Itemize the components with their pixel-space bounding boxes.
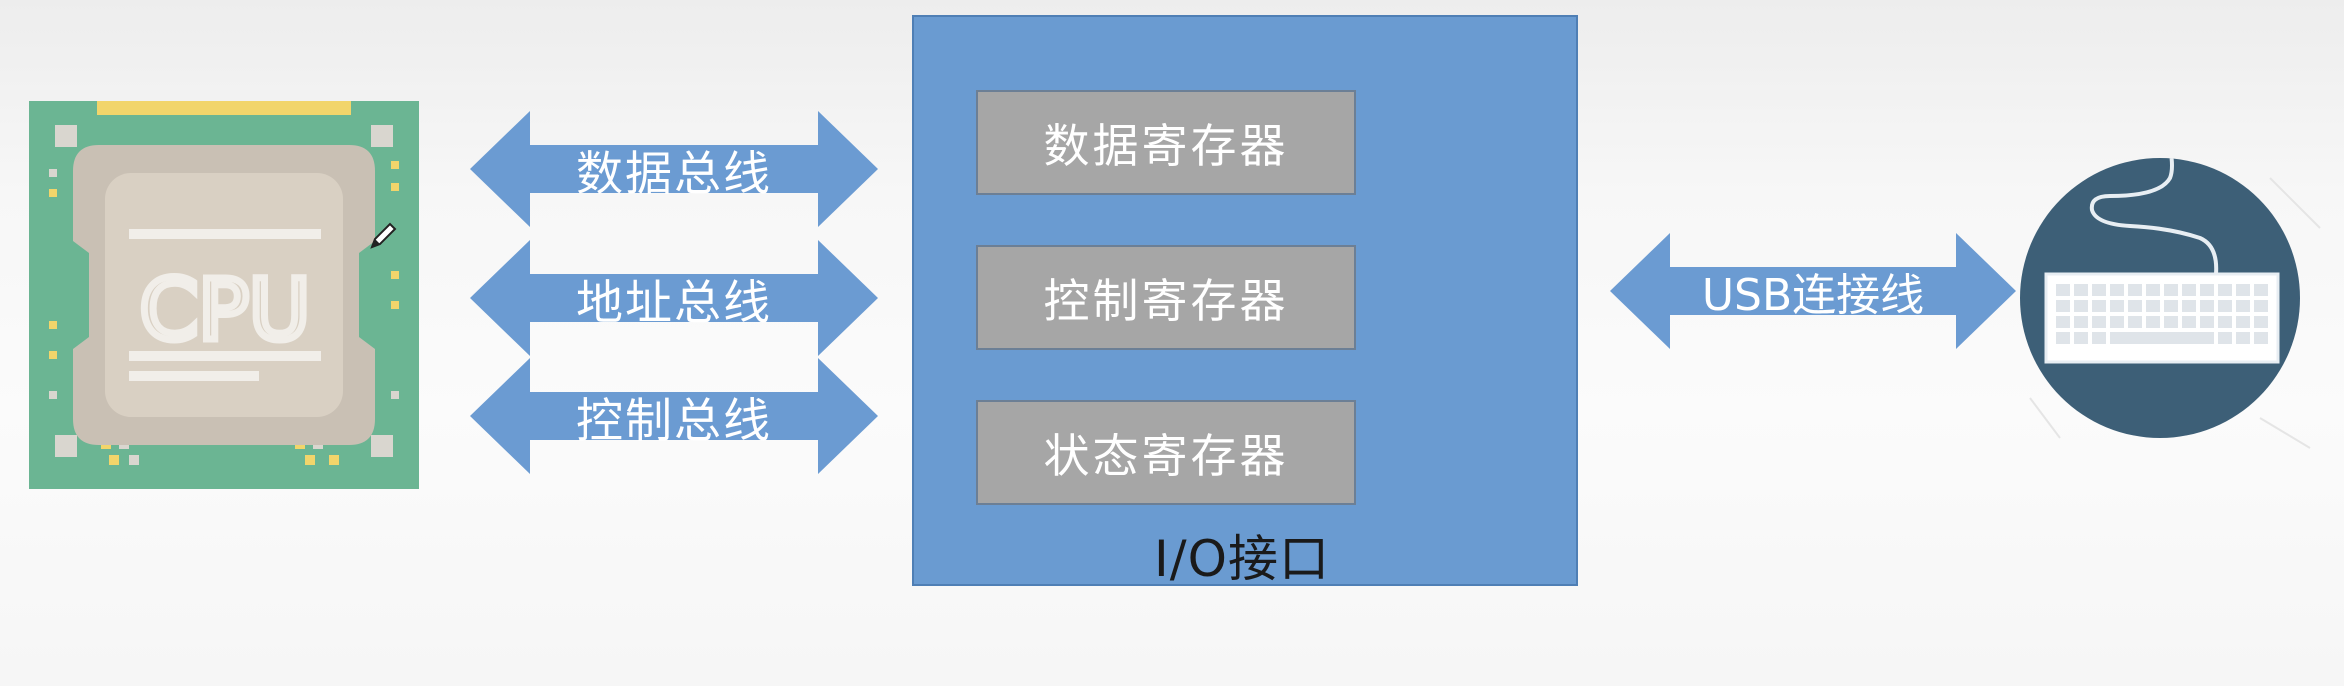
status-register: 状态寄存器	[976, 400, 1356, 505]
address-bus-arrow: 地址总线	[470, 240, 878, 356]
address-bus-label: 地址总线	[576, 275, 772, 331]
pencil-cursor-icon	[366, 219, 400, 253]
data-bus-label: 数据总线	[576, 146, 772, 202]
control-bus-label: 控制总线	[576, 393, 772, 449]
data-bus-arrow: 数据总线	[470, 111, 878, 227]
io-interface-box: 数据寄存器 控制寄存器 状态寄存器 I/O接口	[912, 15, 1578, 588]
keyboard-icon	[2020, 148, 2330, 458]
data-register: 数据寄存器	[976, 90, 1356, 195]
io-interface-label: I/O接口	[1154, 530, 1330, 588]
usb-link-arrow: USB连接线	[1610, 233, 2016, 349]
control-bus-arrow: 控制总线	[470, 358, 878, 474]
cpu-chip-icon: CPU	[29, 101, 419, 489]
control-register: 控制寄存器	[976, 245, 1356, 350]
usb-link-label: USB连接线	[1701, 270, 1925, 321]
cpu-chip-label: CPU	[140, 261, 311, 359]
